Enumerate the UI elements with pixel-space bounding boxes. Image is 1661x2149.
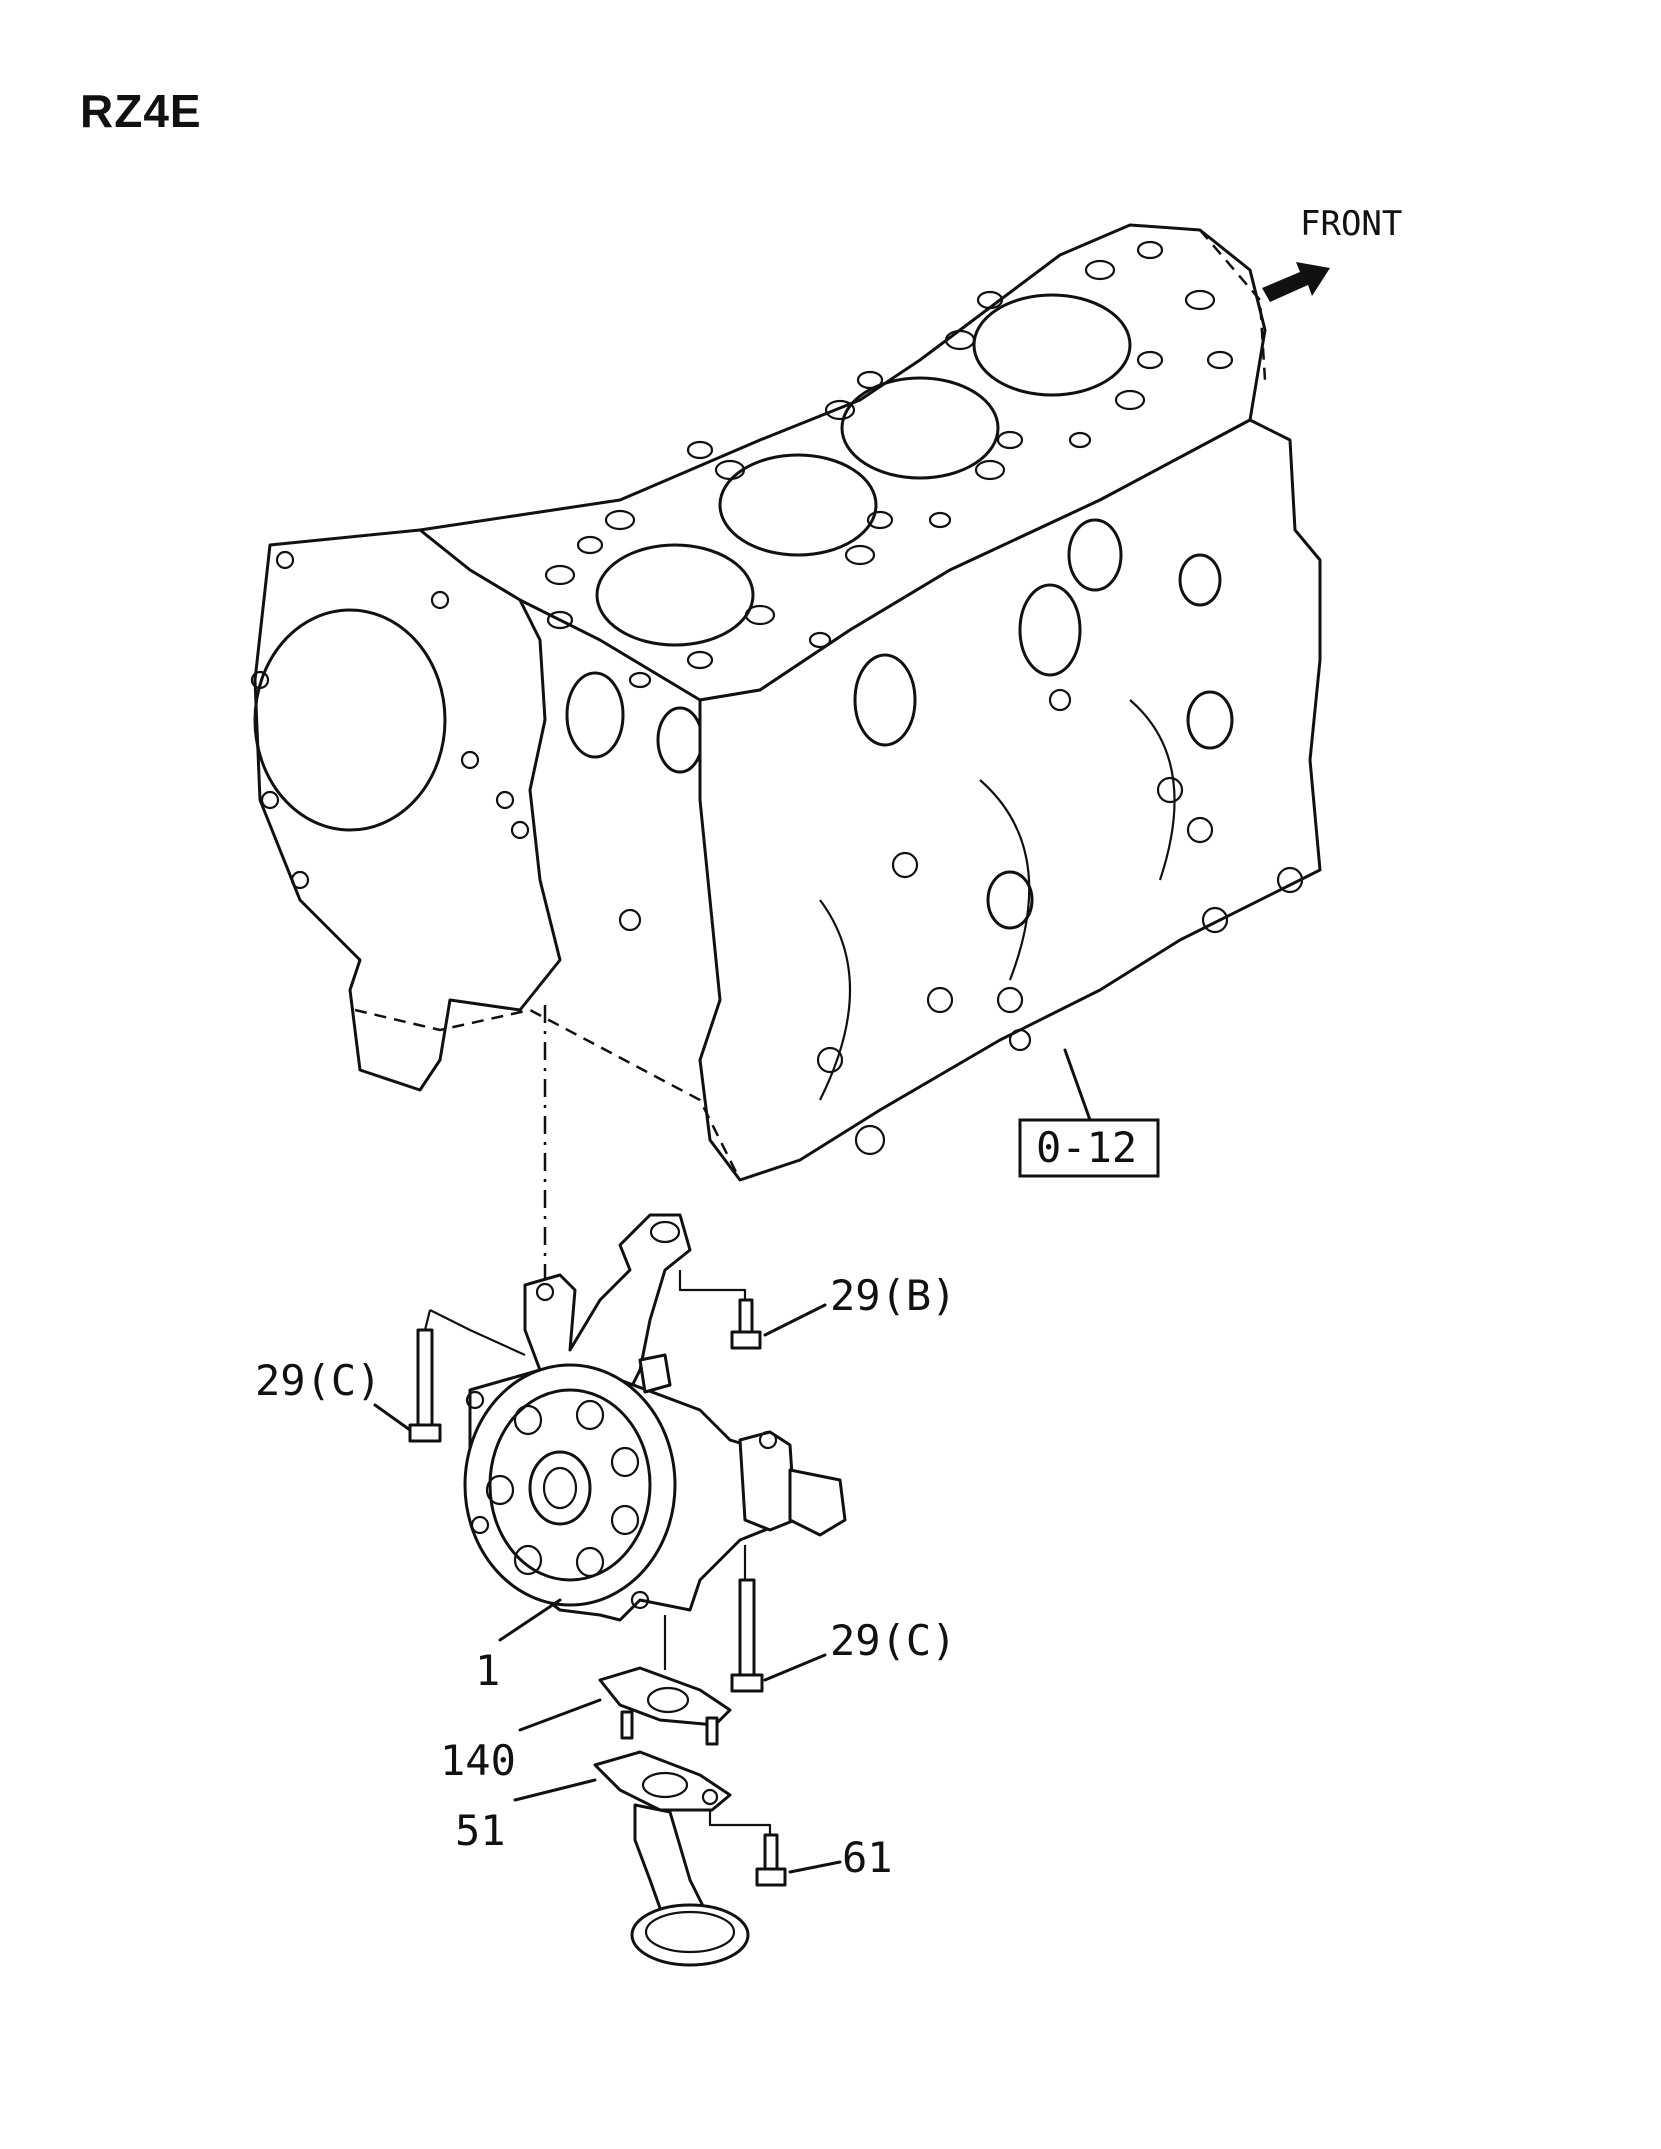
block-deck-edge bbox=[1199, 229, 1267, 381]
pump-hub bbox=[528, 1450, 592, 1526]
pump-outlet-pipe bbox=[788, 1468, 847, 1537]
strainer-screen bbox=[630, 1903, 750, 1967]
side-rib-2 bbox=[979, 779, 1031, 981]
pan-rail-line bbox=[999, 939, 1181, 1041]
bolt-29c-right: 29(C) bbox=[730, 1545, 956, 1693]
relief-valve-cap bbox=[758, 1430, 778, 1450]
bolt-29c-left: 29(C) bbox=[255, 1309, 526, 1443]
bolt-29c-right-shank bbox=[738, 1578, 756, 1677]
bolt-61-leader bbox=[788, 1860, 842, 1874]
bolt-29b-guide bbox=[678, 1270, 747, 1300]
gasket-stud-2 bbox=[705, 1716, 719, 1746]
bolt-29c-right-label: 29(C) bbox=[830, 1616, 956, 1665]
strainer-flange-bolt-hole bbox=[701, 1788, 719, 1806]
cylinder-bore-1 bbox=[595, 543, 755, 647]
side-rib-1 bbox=[819, 899, 851, 1101]
pan-rail-edge bbox=[354, 1008, 742, 1181]
front-label: FRONT bbox=[1300, 204, 1402, 244]
front-arrow-icon bbox=[1262, 262, 1330, 302]
gasket-140: 140 bbox=[440, 1615, 732, 1785]
oil-strainer-51: 51 bbox=[455, 1750, 750, 1967]
bolt-29b-leader bbox=[763, 1303, 827, 1337]
strainer-flange-hole bbox=[641, 1771, 689, 1799]
bolt-61-shank bbox=[763, 1833, 779, 1871]
bolt-61-guide bbox=[708, 1810, 772, 1835]
cylinder-bore-2 bbox=[718, 453, 878, 557]
front-indicator: FRONT bbox=[1262, 204, 1402, 302]
bolt-29c-left-guide bbox=[429, 1309, 526, 1357]
oil-pump-assembly bbox=[463, 1213, 847, 1622]
deck-holes bbox=[544, 240, 1234, 689]
side-face-bosses bbox=[853, 518, 1234, 930]
bolt-29b-shank bbox=[738, 1298, 754, 1334]
gasket-leader bbox=[518, 1698, 602, 1732]
strainer-screen-inner bbox=[644, 1910, 736, 1954]
bolt-29c-left-leader bbox=[373, 1403, 412, 1432]
bolt-29b: 29(B) bbox=[678, 1270, 956, 1350]
oil-pump-label: 1 bbox=[475, 1646, 500, 1695]
block-callout: 0-12 bbox=[1018, 1048, 1160, 1178]
side-face-holes bbox=[816, 688, 1304, 1156]
rear-face-holes bbox=[250, 550, 642, 932]
bolt-29b-label: 29(B) bbox=[830, 1271, 956, 1320]
block-callout-label: 0-12 bbox=[1036, 1123, 1137, 1172]
bolt-29c-left-guide-drop bbox=[423, 1309, 432, 1331]
gasket-stud-1 bbox=[620, 1710, 634, 1740]
block-callout-box bbox=[1018, 1118, 1160, 1178]
gasket-label: 140 bbox=[440, 1736, 516, 1785]
cylinder-bore-3 bbox=[840, 376, 1000, 480]
strainer-leader bbox=[513, 1778, 597, 1802]
pump-rotor-ring bbox=[488, 1388, 652, 1582]
pump-cover-holes bbox=[465, 1390, 650, 1610]
relief-valve bbox=[738, 1430, 797, 1532]
bolt-61-label: 61 bbox=[842, 1833, 893, 1882]
bolt-29b-head bbox=[730, 1330, 762, 1350]
bolt-29c-left-label: 29(C) bbox=[255, 1356, 381, 1405]
bolt-61: 61 bbox=[708, 1810, 893, 1887]
gasket-hole bbox=[646, 1686, 690, 1714]
block-side-face bbox=[698, 418, 1322, 1182]
page-title: RZ4E bbox=[80, 85, 202, 137]
side-rib-3 bbox=[1129, 699, 1176, 881]
bolt-29c-left-shank bbox=[416, 1328, 434, 1427]
strainer-flange bbox=[593, 1750, 732, 1812]
bolt-29c-right-leader bbox=[763, 1653, 827, 1682]
strainer-label: 51 bbox=[455, 1806, 506, 1855]
bracket-hole bbox=[649, 1220, 681, 1244]
oil-pump-leader bbox=[498, 1598, 562, 1642]
crankshaft-bore bbox=[253, 608, 447, 832]
cylinder-bore-4 bbox=[972, 293, 1132, 397]
block-callout-leader bbox=[1063, 1048, 1092, 1122]
bolt-29c-right-head bbox=[730, 1673, 764, 1693]
rear-plug-2 bbox=[656, 706, 704, 774]
pump-upper-port bbox=[638, 1353, 672, 1394]
gasket-plate bbox=[598, 1666, 732, 1727]
bracket-bolt-hole bbox=[535, 1282, 555, 1302]
bolt-61-head bbox=[755, 1867, 787, 1887]
pump-shaft bbox=[542, 1466, 578, 1510]
bolt-29c-left-head bbox=[408, 1423, 442, 1443]
block-rear-face bbox=[253, 528, 562, 1092]
engine-block bbox=[250, 223, 1322, 1182]
rear-plug-1 bbox=[565, 671, 625, 759]
